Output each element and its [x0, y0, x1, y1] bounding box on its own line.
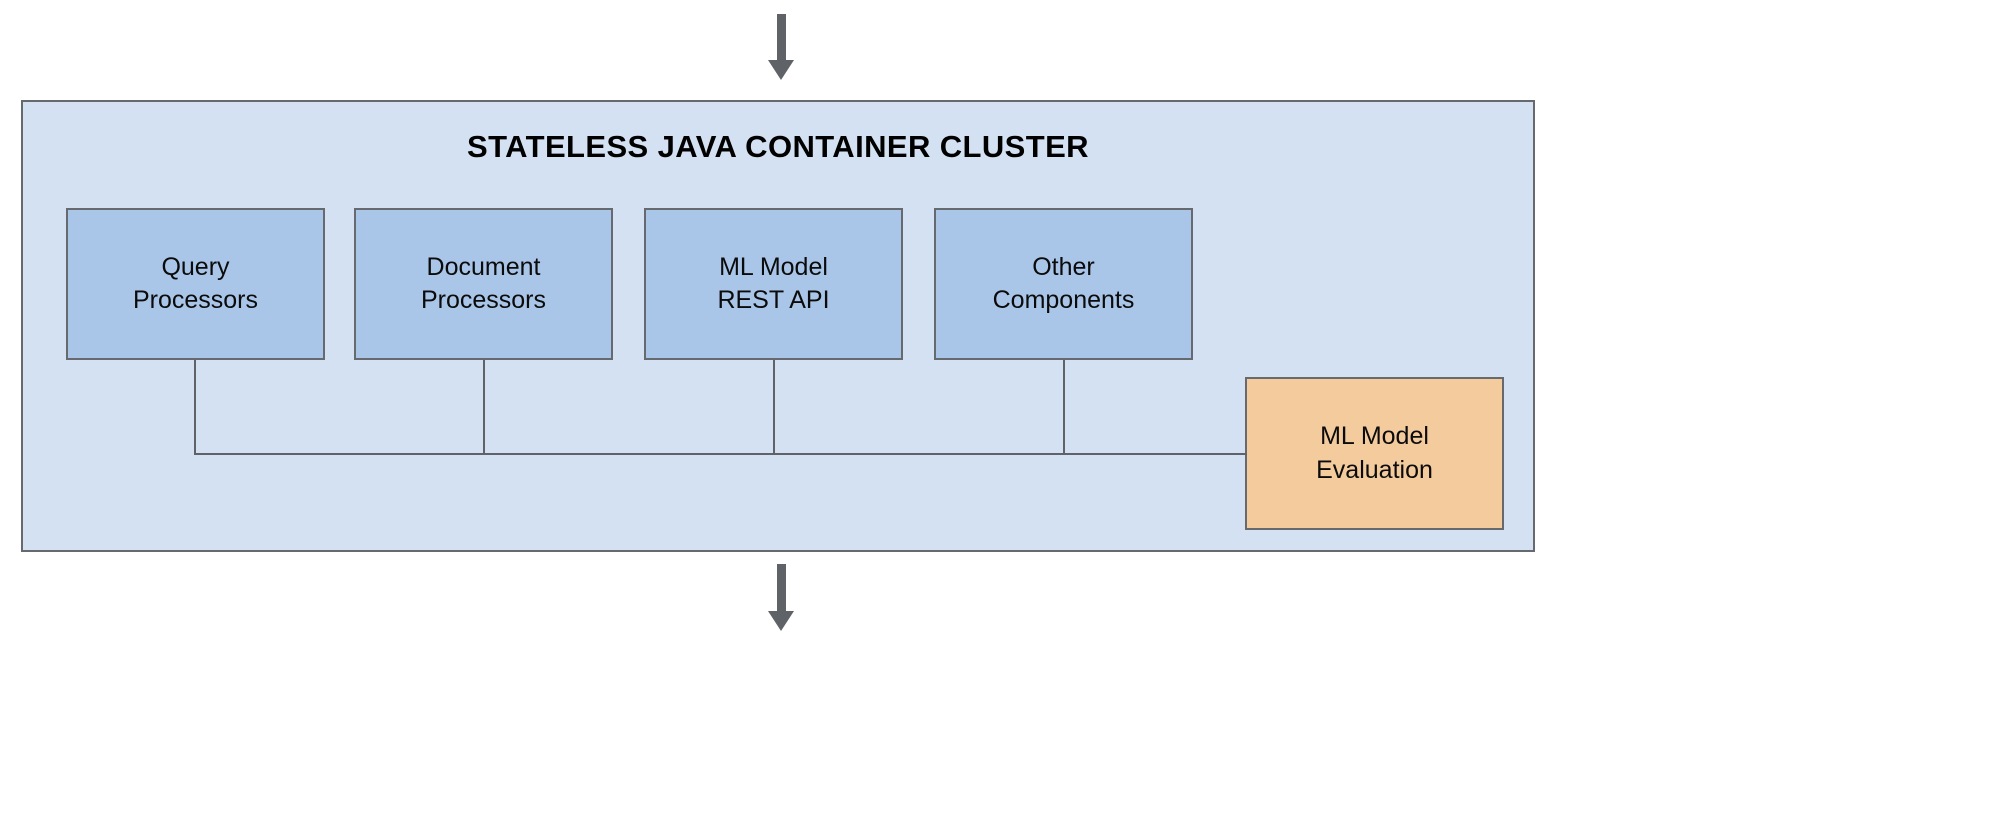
- connector-bus-to-evaluation: [194, 453, 1247, 455]
- node-ml-model-rest-api[interactable]: ML Model REST API: [644, 208, 903, 360]
- connector-other-components: [1063, 360, 1065, 455]
- connector-ml-model-rest-api: [773, 360, 775, 455]
- outbound-flow-arrow: [768, 564, 794, 632]
- node-ml-model-evaluation[interactable]: ML Model Evaluation: [1245, 377, 1504, 530]
- node-document-processors[interactable]: Document Processors: [354, 208, 613, 360]
- arrow-head-down-icon: [768, 611, 794, 631]
- connector-query-processors: [194, 360, 196, 455]
- arrow-shaft: [777, 14, 786, 61]
- arrow-head-down-icon: [768, 60, 794, 80]
- stateless-java-container-cluster: STATELESS JAVA CONTAINER CLUSTER Query P…: [21, 100, 1535, 552]
- node-query-processors[interactable]: Query Processors: [66, 208, 325, 360]
- cluster-title: STATELESS JAVA CONTAINER CLUSTER: [467, 129, 1089, 164]
- arrow-shaft: [777, 564, 786, 612]
- node-other-components[interactable]: Other Components: [934, 208, 1193, 360]
- inbound-flow-arrow: [768, 14, 794, 80]
- connector-document-processors: [483, 360, 485, 455]
